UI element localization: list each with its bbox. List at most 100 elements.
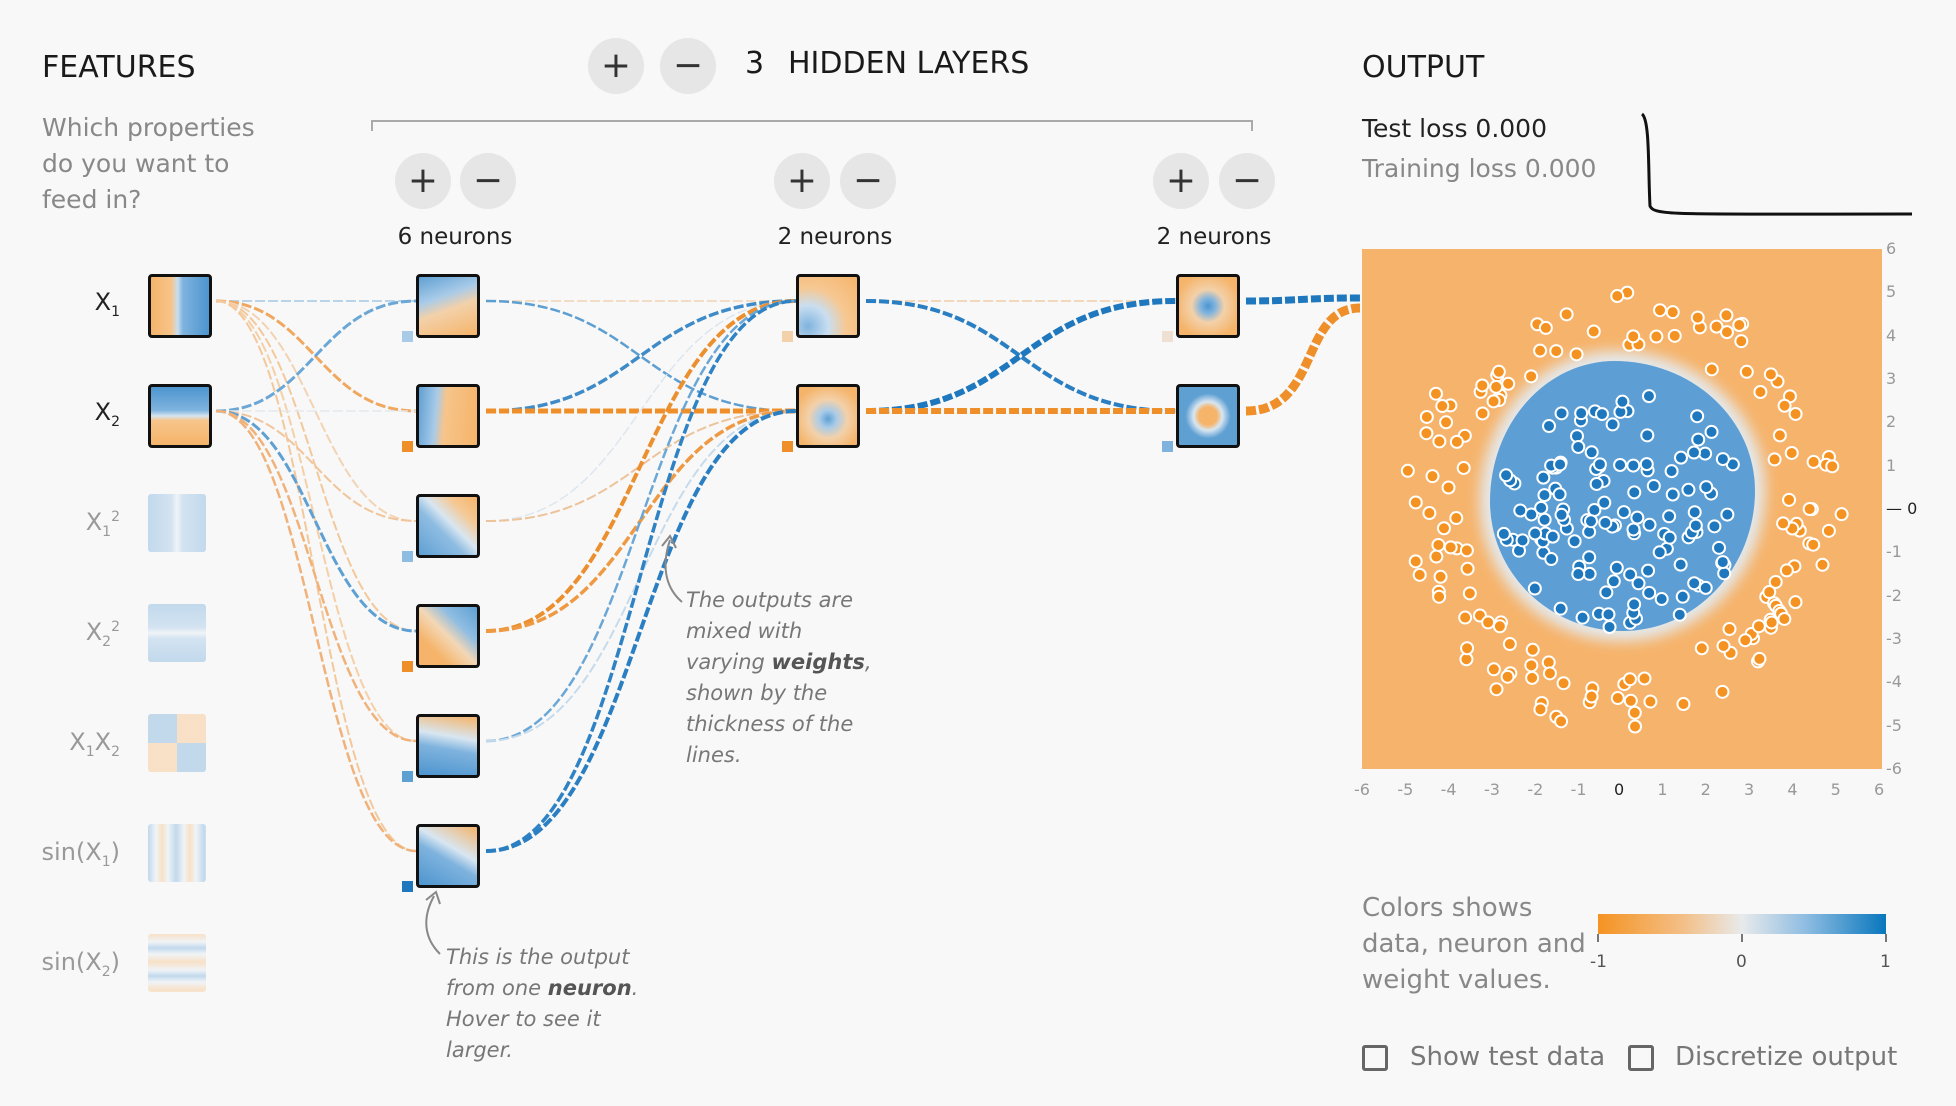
hidden-layers-title: HIDDEN LAYERS bbox=[788, 46, 1030, 81]
data-point bbox=[1582, 566, 1597, 581]
feature-label-x1-squared: X12 bbox=[85, 508, 120, 540]
data-point bbox=[1408, 495, 1423, 510]
bias-marker bbox=[402, 881, 413, 892]
data-point bbox=[1569, 347, 1584, 362]
plus-icon: + bbox=[600, 45, 632, 86]
data-point bbox=[1687, 505, 1702, 520]
layer2-remove-neuron-button[interactable]: − bbox=[840, 153, 896, 209]
feature-label-sin-x2: sin(X2) bbox=[41, 948, 120, 980]
data-point bbox=[1641, 389, 1656, 404]
data-point bbox=[1698, 446, 1713, 461]
minus-icon: − bbox=[472, 160, 504, 201]
data-point bbox=[1486, 662, 1501, 677]
data-point bbox=[1599, 585, 1614, 600]
output-heatmap[interactable] bbox=[1362, 249, 1882, 769]
data-point bbox=[1615, 394, 1630, 409]
neuron-l1-4[interactable] bbox=[416, 604, 480, 668]
data-point bbox=[1719, 308, 1734, 323]
feature-x1-squared-tile[interactable] bbox=[148, 494, 206, 552]
data-point bbox=[1432, 434, 1447, 449]
data-point bbox=[1553, 601, 1568, 616]
data-point bbox=[1623, 693, 1638, 708]
layer1-remove-neuron-button[interactable]: − bbox=[460, 153, 516, 209]
data-point bbox=[1779, 563, 1794, 578]
neuron-l1-5[interactable] bbox=[416, 714, 480, 778]
y-tick: -2 bbox=[1886, 585, 1902, 605]
color-scale-bar bbox=[1598, 914, 1886, 934]
neuron-l1-2[interactable] bbox=[416, 384, 480, 448]
test-loss-value: 0.000 bbox=[1475, 114, 1547, 143]
data-point bbox=[1642, 585, 1657, 600]
data-point bbox=[1435, 399, 1450, 414]
data-point bbox=[1571, 567, 1586, 582]
neuron-l3-2[interactable] bbox=[1176, 384, 1240, 448]
data-point bbox=[1460, 641, 1475, 656]
plus-icon: + bbox=[786, 160, 818, 201]
data-point bbox=[1492, 619, 1507, 634]
data-point bbox=[1630, 510, 1645, 525]
neuron-l1-1[interactable] bbox=[416, 274, 480, 338]
neuron-l2-1[interactable] bbox=[796, 274, 860, 338]
data-point bbox=[1676, 697, 1691, 712]
add-layer-button[interactable]: + bbox=[588, 38, 644, 94]
data-point bbox=[1609, 560, 1624, 575]
data-point bbox=[1652, 545, 1667, 560]
layer2-add-neuron-button[interactable]: + bbox=[774, 153, 830, 209]
data-point bbox=[1681, 482, 1696, 497]
data-point bbox=[1605, 417, 1620, 432]
data-point bbox=[1732, 317, 1747, 332]
feature-sin-x2-tile[interactable] bbox=[148, 934, 206, 992]
data-point bbox=[1431, 537, 1446, 552]
data-point bbox=[1806, 537, 1821, 552]
neuron-l2-2[interactable] bbox=[796, 384, 860, 448]
data-point bbox=[1623, 567, 1638, 582]
data-point bbox=[1538, 320, 1553, 335]
bias-marker bbox=[402, 661, 413, 672]
feature-x1x2-tile[interactable] bbox=[148, 714, 206, 772]
data-point bbox=[1626, 458, 1641, 473]
layer1-add-neuron-button[interactable]: + bbox=[395, 153, 451, 209]
data-point bbox=[1525, 670, 1540, 685]
data-point bbox=[1545, 529, 1560, 544]
layer2-neuron-count: 2 neurons bbox=[777, 224, 893, 250]
data-point bbox=[1763, 367, 1778, 382]
x-tick: 0 bbox=[1614, 780, 1625, 799]
data-point bbox=[1649, 329, 1664, 344]
data-point bbox=[1821, 523, 1836, 538]
remove-layer-button[interactable]: − bbox=[660, 38, 716, 94]
feature-sin-x1-tile[interactable] bbox=[148, 824, 206, 882]
bias-marker bbox=[782, 441, 793, 452]
neuron-l3-1[interactable] bbox=[1176, 274, 1240, 338]
bias-marker bbox=[782, 331, 793, 342]
show-test-data-checkbox[interactable] bbox=[1362, 1045, 1388, 1071]
data-point bbox=[1784, 445, 1799, 460]
hidden-layers-count: 3 bbox=[745, 46, 765, 81]
discretize-output-checkbox[interactable] bbox=[1628, 1045, 1654, 1071]
data-point bbox=[1400, 463, 1415, 478]
data-point bbox=[1606, 574, 1621, 589]
neuron-l1-6[interactable] bbox=[416, 824, 480, 888]
y-tick: 6 bbox=[1886, 239, 1897, 258]
feature-x2-squared-tile[interactable] bbox=[148, 604, 206, 662]
data-point bbox=[1694, 641, 1709, 656]
feature-x1-tile[interactable] bbox=[148, 274, 212, 338]
data-point bbox=[1717, 566, 1732, 581]
show-test-data-label[interactable]: Show test data bbox=[1410, 1042, 1606, 1072]
neuron-l1-3[interactable] bbox=[416, 494, 480, 558]
data-points bbox=[1400, 285, 1849, 734]
layer3-remove-neuron-button[interactable]: − bbox=[1219, 153, 1275, 209]
data-point bbox=[1764, 615, 1779, 630]
x-tick: -3 bbox=[1484, 780, 1500, 799]
data-point bbox=[1456, 460, 1471, 475]
feature-x2-tile[interactable] bbox=[148, 384, 212, 448]
data-point bbox=[1449, 434, 1464, 449]
data-point bbox=[1602, 620, 1617, 635]
discretize-output-label[interactable]: Discretize output bbox=[1675, 1042, 1898, 1072]
data-point bbox=[1715, 452, 1730, 467]
data-point bbox=[1460, 561, 1475, 576]
data-point bbox=[1553, 457, 1568, 472]
data-point bbox=[1622, 672, 1637, 687]
layer3-add-neuron-button[interactable]: + bbox=[1153, 153, 1209, 209]
layer3-neuron-count: 2 neurons bbox=[1156, 224, 1272, 250]
